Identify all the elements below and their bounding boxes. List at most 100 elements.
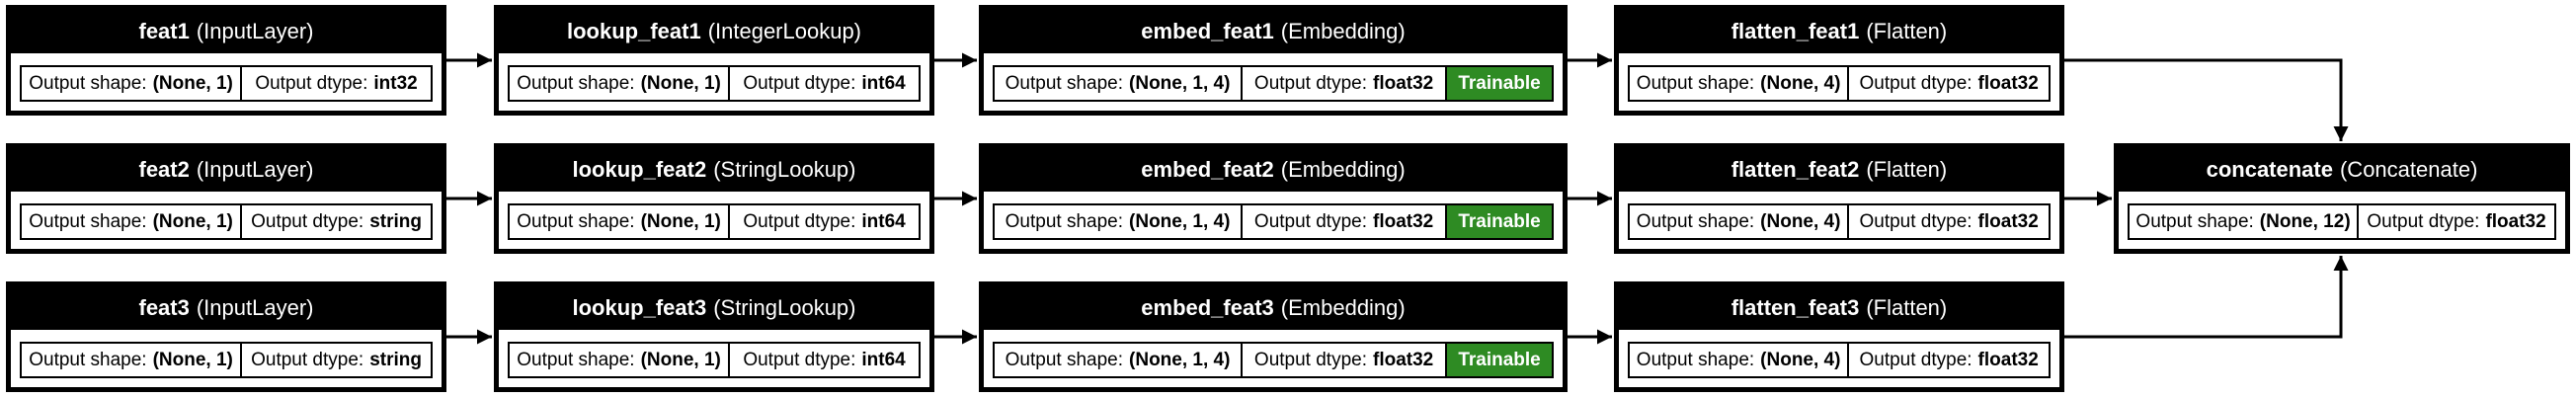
layer-name: flatten_feat3 [1731, 295, 1860, 320]
layer-name: lookup_feat3 [572, 295, 707, 320]
node-details: Output shape:(None, 1) Output dtype:int6… [508, 342, 921, 378]
node-lookup-feat3[interactable]: lookup_feat3(StringLookup) Output shape:… [494, 281, 934, 392]
output-dtype-label: Output dtype: [1859, 349, 1972, 370]
node-details: Output shape:(None, 12) Output dtype:flo… [2128, 203, 2556, 240]
output-shape-value: (None, 1) [152, 210, 233, 232]
trainable-badge: Trainable [1447, 203, 1554, 240]
output-shape-label: Output shape: [517, 210, 635, 232]
output-dtype-cell: Output dtype:float32 [1849, 342, 2051, 378]
node-details: Output shape:(None, 1, 4) Output dtype:f… [993, 342, 1554, 378]
output-shape-value: (None, 1) [640, 349, 721, 370]
output-shape-cell: Output shape:(None, 1, 4) [993, 65, 1244, 102]
node-details: Output shape:(None, 1) Output dtype:int3… [20, 65, 433, 102]
output-shape-value: (None, 1) [152, 72, 233, 94]
node-details: Output shape:(None, 1) Output dtype:stri… [20, 203, 433, 240]
output-dtype-label: Output dtype: [255, 72, 368, 94]
node-embed-feat2[interactable]: embed_feat2(Embedding) Output shape:(Non… [979, 143, 1568, 254]
output-dtype-cell: Output dtype: float32 [1243, 203, 1448, 240]
node-lookup-feat1[interactable]: lookup_feat1(IntegerLookup) Output shape… [494, 5, 934, 116]
node-embed-feat1[interactable]: embed_feat1(Embedding) Output shape:(Non… [979, 5, 1568, 116]
output-shape-value: (None, 4) [1760, 349, 1841, 370]
output-dtype-cell: Output dtype:float32 [2359, 203, 2556, 240]
output-dtype-cell: Output dtype:float32 [1849, 65, 2051, 102]
output-dtype-value: float32 [1373, 210, 1434, 232]
output-dtype-label: Output dtype: [743, 210, 856, 232]
output-dtype-value: float32 [1977, 210, 2039, 232]
output-dtype-value: float32 [2485, 210, 2546, 232]
node-details: Output shape:(None, 1) Output dtype:int6… [508, 65, 921, 102]
node-flatten-feat3[interactable]: flatten_feat3(Flatten) Output shape:(Non… [1614, 281, 2064, 392]
output-shape-cell: Output shape:(None, 4) [1628, 342, 1850, 378]
node-feat2[interactable]: feat2(InputLayer) Output shape:(None, 1)… [6, 143, 446, 254]
layer-type: (Embedding) [1280, 19, 1406, 43]
output-shape-label: Output shape: [1636, 72, 1755, 94]
node-header: lookup_feat1(IntegerLookup) [499, 10, 929, 53]
output-dtype-value: string [369, 210, 422, 232]
output-shape-label: Output shape: [1636, 210, 1755, 232]
output-shape-cell: Output shape:(None, 1) [20, 203, 243, 240]
layer-type: (InputLayer) [196, 19, 314, 43]
output-shape-cell: Output shape:(None, 1) [20, 342, 243, 378]
output-shape-cell: Output shape:(None, 1) [20, 65, 243, 102]
node-feat3[interactable]: feat3(InputLayer) Output shape:(None, 1)… [6, 281, 446, 392]
output-dtype-value: float32 [1373, 349, 1434, 370]
node-concatenate[interactable]: concatenate(Concatenate) Output shape:(N… [2114, 143, 2570, 254]
output-shape-cell: Output shape:(None, 1, 4) [993, 342, 1244, 378]
node-details: Output shape:(None, 4) Output dtype:floa… [1628, 203, 2051, 240]
layer-type: (InputLayer) [196, 157, 314, 182]
node-flatten-feat2[interactable]: flatten_feat2(Flatten) Output shape:(Non… [1614, 143, 2064, 254]
output-shape-value: (None, 1) [640, 72, 721, 94]
layer-type: (IntegerLookup) [707, 19, 862, 43]
node-embed-feat3[interactable]: embed_feat3(Embedding) Output shape:(Non… [979, 281, 1568, 392]
layer-type: (StringLookup) [713, 295, 856, 320]
output-shape-value: (None, 1) [640, 210, 721, 232]
output-dtype-label: Output dtype: [251, 210, 364, 232]
node-header: embed_feat3(Embedding) [984, 286, 1563, 330]
output-shape-label: Output shape: [29, 349, 147, 370]
layer-name: embed_feat2 [1141, 157, 1274, 182]
layer-name: flatten_feat1 [1731, 19, 1860, 43]
output-dtype-value: int32 [373, 72, 418, 94]
output-dtype-cell: Output dtype:string [242, 342, 433, 378]
output-dtype-value: string [369, 349, 422, 370]
output-dtype-label: Output dtype: [2367, 210, 2480, 232]
node-flatten-feat1[interactable]: flatten_feat1(Flatten) Output shape:(Non… [1614, 5, 2064, 116]
node-header: flatten_feat1(Flatten) [1619, 10, 2059, 53]
output-dtype-label: Output dtype: [1859, 210, 1972, 232]
output-shape-value: (None, 4) [1760, 72, 1841, 94]
layer-name: feat2 [138, 157, 190, 182]
output-shape-cell: Output shape:(None, 4) [1628, 65, 1850, 102]
output-dtype-value: float32 [1977, 349, 2039, 370]
node-lookup-feat2[interactable]: lookup_feat2(StringLookup) Output shape:… [494, 143, 934, 254]
node-header: lookup_feat2(StringLookup) [499, 148, 929, 192]
output-dtype-label: Output dtype: [251, 349, 364, 370]
output-shape-cell: Output shape:(None, 12) [2128, 203, 2360, 240]
output-dtype-label: Output dtype: [1253, 210, 1367, 232]
trainable-badge: Trainable [1447, 342, 1554, 378]
node-details: Output shape:(None, 1, 4) Output dtype:f… [993, 203, 1554, 240]
layer-type: (Concatenate) [2339, 157, 2478, 182]
output-dtype-value: float32 [1373, 72, 1434, 94]
output-shape-value: (None, 1, 4) [1129, 210, 1231, 232]
node-feat1[interactable]: feat1(InputLayer) Output shape:(None, 1)… [6, 5, 446, 116]
layer-name: flatten_feat2 [1731, 157, 1860, 182]
layer-type: (Flatten) [1866, 157, 1948, 182]
layer-name: lookup_feat1 [566, 19, 701, 43]
output-dtype-cell: Output dtype:float32 [1243, 342, 1448, 378]
output-shape-label: Output shape: [517, 349, 635, 370]
layer-name: embed_feat1 [1141, 19, 1274, 43]
output-dtype-cell: Output dtype:int64 [730, 65, 921, 102]
node-header: flatten_feat2(Flatten) [1619, 148, 2059, 192]
node-header: feat2(InputLayer) [11, 148, 442, 192]
output-shape-label: Output shape: [29, 72, 147, 94]
output-shape-value: (None, 12) [2259, 210, 2351, 232]
node-details: Output shape:(None, 1) Output dtype:stri… [20, 342, 433, 378]
layer-name: lookup_feat2 [572, 157, 707, 182]
edge-flatten1-concat [2064, 58, 2349, 141]
layer-name: embed_feat3 [1141, 295, 1274, 320]
output-dtype-cell: Output dtype:int64 [730, 342, 921, 378]
output-shape-value: (None, 1) [152, 349, 233, 370]
edge-flatten3-concat [2064, 256, 2349, 339]
node-header: lookup_feat3(StringLookup) [499, 286, 929, 330]
